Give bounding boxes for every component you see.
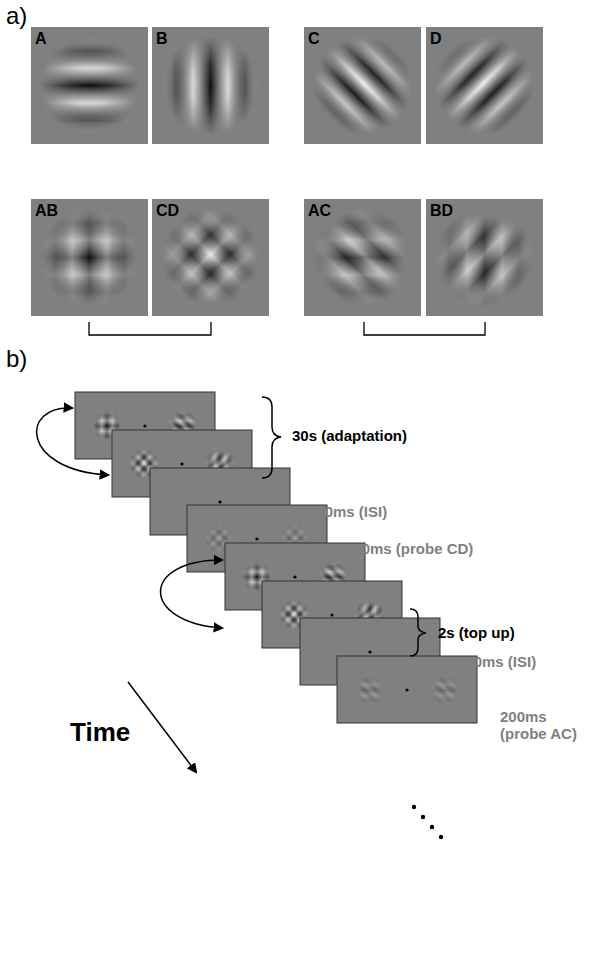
time-arrow xyxy=(128,682,196,772)
axis-label: Time xyxy=(70,718,130,748)
tile-label: B xyxy=(156,30,168,48)
tile-label: C xyxy=(308,30,320,48)
tile-label: AB xyxy=(35,202,58,220)
tile-label: BD xyxy=(430,202,453,220)
duration-label: 200ms (probe CD) xyxy=(345,540,473,557)
duration-label: 200ms (probe AC) xyxy=(500,708,590,743)
timeline-screens xyxy=(75,392,477,723)
pair-brackets xyxy=(89,322,485,335)
tile-label: A xyxy=(35,30,47,48)
panel-label: a) xyxy=(6,2,27,30)
duration-braces xyxy=(262,397,426,656)
duration-label: 200ms (ISI) xyxy=(457,653,536,670)
duration-label: 200ms (ISI) xyxy=(308,503,387,520)
gabor-tiles xyxy=(31,27,543,316)
tile-label: CD xyxy=(156,202,179,220)
tile-label: AC xyxy=(308,202,331,220)
continuation-dots xyxy=(412,805,443,839)
duration-label: 30s (adaptation) xyxy=(292,427,407,444)
loop-arrows xyxy=(37,408,222,628)
duration-label: 2s (top up) xyxy=(438,624,515,641)
tile-label: D xyxy=(430,30,442,48)
panel-label: b) xyxy=(6,345,27,373)
